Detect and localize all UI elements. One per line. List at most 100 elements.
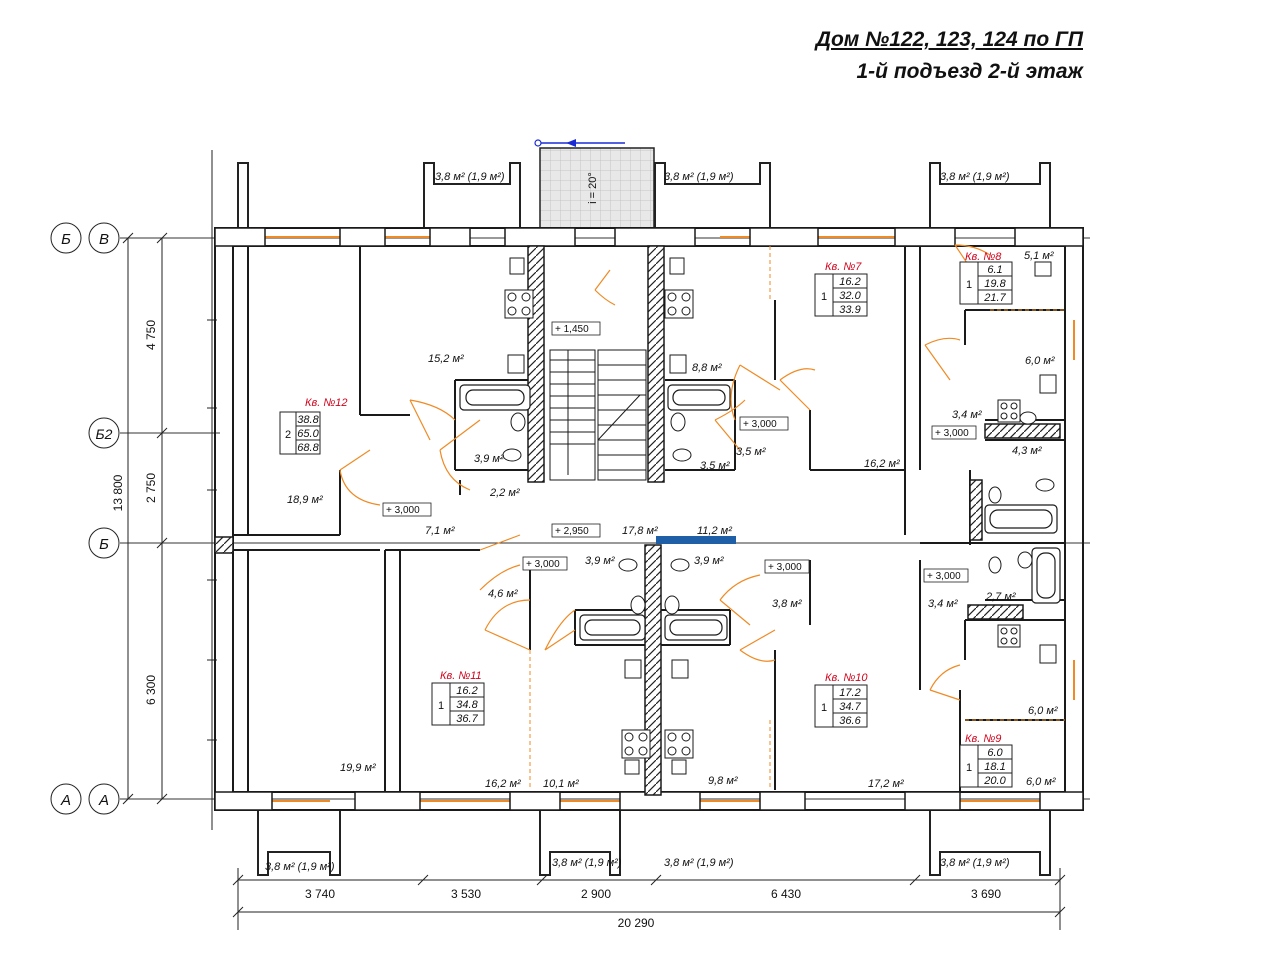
- room-area: 2,2 м²: [489, 487, 520, 499]
- staircase: [549, 349, 647, 481]
- svg-text:33.9: 33.9: [839, 304, 860, 316]
- apartment-8: Кв. №8 1 6.1 19.8 21.7: [959, 251, 1013, 305]
- room-area: 3,9 м²: [694, 555, 724, 567]
- balcony-bot-1-area: 3,8 м² (1,9 м²): [265, 861, 335, 873]
- svg-text:+ 3,000: + 3,000: [526, 559, 560, 570]
- wall-piers: [214, 227, 1084, 811]
- hatched-walls: [214, 245, 1061, 796]
- apt-12-name: Кв. №12: [305, 397, 348, 409]
- axis-label-b: Б: [99, 536, 109, 553]
- room-area: 3,5 м²: [736, 446, 766, 458]
- building-title: Дом №122, 123, 124 по ГП: [815, 28, 1083, 51]
- dim-total: 20 290: [618, 916, 655, 930]
- svg-text:36.6: 36.6: [839, 715, 861, 727]
- svg-text:6.0: 6.0: [987, 747, 1003, 759]
- room-area: 8,8 м²: [692, 362, 722, 374]
- horizontal-dimension-lines: [232, 868, 1066, 930]
- svg-text:1: 1: [438, 700, 444, 712]
- dim-3690: 3 690: [971, 887, 1001, 901]
- vertical-dimension-lines: [122, 232, 168, 805]
- axis-label-a: А: [98, 792, 109, 809]
- svg-text:+ 3,000: + 3,000: [743, 419, 777, 430]
- room-area: 17,8 м²: [622, 525, 658, 537]
- apartment-7: Кв. №7 1 16.2 32.0 33.9: [814, 261, 868, 317]
- room-area: 5,1 м²: [1024, 250, 1054, 262]
- svg-text:21.7: 21.7: [983, 292, 1006, 304]
- svg-text:38.8: 38.8: [297, 414, 319, 426]
- room-area: 15,2 м²: [428, 353, 464, 365]
- svg-text:+ 3,000: + 3,000: [768, 562, 802, 573]
- svg-text:19.8: 19.8: [984, 278, 1006, 290]
- svg-text:65.0: 65.0: [297, 428, 319, 440]
- svg-text:36.7: 36.7: [456, 713, 478, 725]
- dim-13800: 13 800: [111, 474, 125, 511]
- apt-8-name: Кв. №8: [965, 251, 1002, 263]
- svg-text:+ 1,450: + 1,450: [555, 324, 589, 335]
- room-area: 9,8 м²: [708, 775, 738, 787]
- room-area: 11,2 м²: [697, 525, 732, 537]
- svg-text:68.8: 68.8: [297, 442, 319, 454]
- room-area: 10,1 м²: [543, 778, 579, 790]
- svg-text:1: 1: [821, 291, 827, 303]
- svg-text:34.7: 34.7: [839, 701, 861, 713]
- room-area: 3,5 м²: [700, 460, 730, 472]
- room-area: 3,9 м²: [585, 555, 615, 567]
- balconies-top: [237, 162, 1051, 228]
- svg-text:16.2: 16.2: [839, 276, 860, 288]
- axis-label-v: В: [99, 231, 109, 248]
- axis-label-b-left: Б: [61, 231, 71, 248]
- dim-6430: 6 430: [771, 887, 801, 901]
- axis-lines: [120, 237, 1090, 800]
- ramp-slope: i = 20°: [587, 172, 599, 204]
- svg-text:+ 3,000: + 3,000: [386, 505, 420, 516]
- svg-text:+ 3,000: + 3,000: [927, 571, 961, 582]
- svg-text:2: 2: [285, 429, 291, 441]
- apartment-11: Кв. №11 1 16.2 34.8 36.7: [431, 670, 485, 726]
- svg-text:+ 2,950: + 2,950: [555, 526, 589, 537]
- dim-2750: 2 750: [144, 473, 158, 503]
- room-area-labels: 15,2 м² 18,9 м² 19,9 м² 16,2 м² 10,1 м² …: [287, 250, 1058, 790]
- room-area: 3,4 м²: [928, 598, 958, 610]
- svg-text:20.0: 20.0: [983, 775, 1006, 787]
- balcony-top-mid-area: 3,8 м² (1,9 м²): [664, 171, 734, 183]
- room-area: 2,7 м²: [985, 591, 1016, 603]
- room-area: 6,0 м²: [1025, 355, 1055, 367]
- dim-3740: 3 740: [305, 887, 335, 901]
- axis-label-a-left: А: [60, 792, 71, 809]
- room-area: 7,1 м²: [425, 525, 455, 537]
- room-area: 6,0 м²: [1028, 705, 1058, 717]
- svg-text:34.8: 34.8: [456, 699, 478, 711]
- balcony-bot-4-area: 3,8 м² (1,9 м²): [940, 857, 1010, 869]
- plumbing: [502, 257, 1057, 775]
- balcony-top-right-area: 3,8 м² (1,9 м²): [940, 171, 1010, 183]
- entry-arrow-icon: [566, 139, 576, 147]
- room-area: 18,9 м²: [287, 494, 323, 506]
- svg-text:6.1: 6.1: [987, 264, 1002, 276]
- level-marks: + 1,450 + 3,000 + 3,000 + 3,000 + 2,950 …: [382, 321, 977, 583]
- apt-9-name: Кв. №9: [965, 733, 1001, 745]
- axis-label-b2: Б2: [96, 426, 113, 442]
- entrance-ramp: [539, 147, 655, 229]
- balcony-bot-2-area: 3,8 м² (1,9 м²): [552, 857, 622, 869]
- floor-subtitle: 1-й подъезд 2-й этаж: [856, 60, 1084, 83]
- room-area: 4,6 м²: [488, 588, 518, 600]
- svg-text:18.1: 18.1: [984, 761, 1005, 773]
- axis-markers: Б В Б2 Б А А: [50, 222, 120, 815]
- bathtubs: [459, 384, 1061, 641]
- room-area: 4,3 м²: [1012, 445, 1042, 457]
- svg-text:32.0: 32.0: [839, 290, 861, 302]
- apt-7-name: Кв. №7: [825, 261, 862, 273]
- room-area: 19,9 м²: [340, 762, 376, 774]
- dim-3530: 3 530: [451, 887, 481, 901]
- door-swings: [339, 244, 991, 701]
- window-openings: [265, 236, 1075, 802]
- room-area: 3,8 м²: [772, 598, 802, 610]
- apartment-9: Кв. №9 1 6.0 18.1 20.0: [959, 733, 1013, 788]
- balcony-top-left-area: 3,8 м² (1,9 м²): [435, 171, 505, 183]
- svg-text:+ 3,000: + 3,000: [935, 428, 969, 439]
- room-area: 16,2 м²: [864, 458, 900, 470]
- apt-10-name: Кв. №10: [825, 672, 868, 684]
- room-area: 3,4 м²: [952, 409, 982, 421]
- dim-4750: 4 750: [144, 320, 158, 350]
